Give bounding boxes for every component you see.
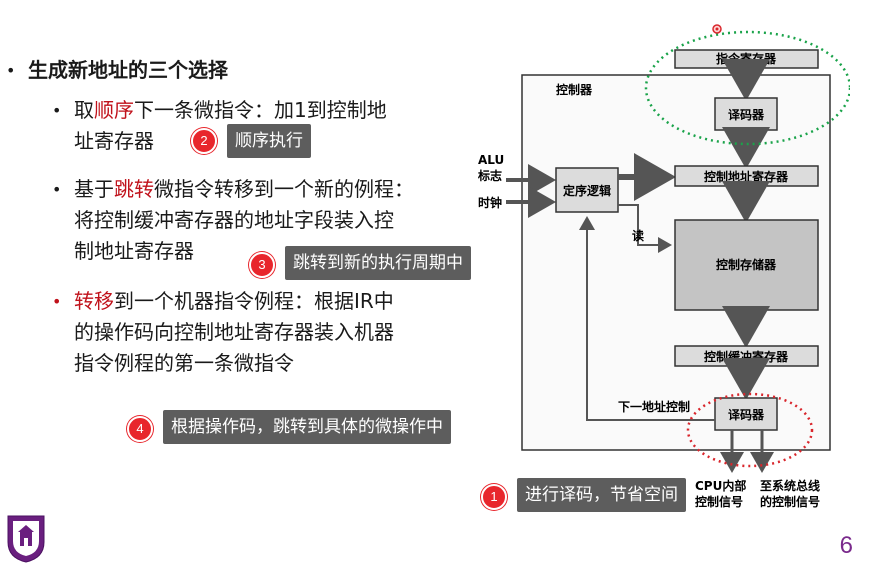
decoder-top-label: 译码器	[728, 108, 765, 122]
bullet-3-line3: 指令例程的第一条微指令	[74, 351, 294, 375]
next-address-control-label: 下一地址控制	[618, 399, 690, 414]
control-unit-diagram: 控制器 指令寄存器 译码器 ALU 标志 时钟 定序逻辑 控制地址寄存器 读 控…	[477, 24, 850, 509]
clock-label: 时钟	[478, 195, 502, 210]
sequencing-logic	[555, 167, 619, 213]
bullet-3: 转移到一个机器指令例程：根据IR中 的操作码向控制地址寄存器装入机器 指令例程的…	[74, 286, 394, 379]
bullet-2-highlight: 跳转	[114, 177, 154, 201]
bullet-1-line2: 址寄存器	[74, 129, 154, 153]
red-highlight-ring	[686, 392, 814, 468]
system-bus-label-1: 至系统总线	[760, 478, 820, 493]
callout-3-badge: 3	[249, 252, 275, 278]
bullet-2-line3: 制地址寄存器	[74, 239, 194, 263]
bullet-dot-red: •	[52, 292, 62, 311]
callout-3: 跳转到新的执行周期中	[285, 246, 471, 280]
bullet-1-highlight: 顺序	[94, 98, 134, 122]
control-memory-label: 控制存储器	[716, 257, 777, 272]
cpu-internal-label-1: CPU内部	[695, 478, 746, 493]
bullet-3-line2: 的操作码向控制地址寄存器装入机器	[74, 320, 394, 344]
heading: 生成新地址的三个选择	[28, 58, 228, 82]
control-buffer-register-label: 控制缓冲寄存器	[704, 349, 789, 364]
alu-label: ALU	[478, 153, 504, 167]
bullet-1-post: 下一条微指令：加1到控制地	[134, 98, 387, 122]
callout-1: 进行译码，节省空间	[517, 478, 686, 512]
university-seal-logo	[7, 515, 45, 563]
heading-bullet: •	[6, 61, 16, 80]
green-highlight-ring	[644, 30, 850, 146]
callout-4: 根据操作码，跳转到具体的微操作中	[163, 410, 451, 444]
bullet-1: 取顺序下一条微指令：加1到控制地 址寄存器	[74, 95, 387, 157]
read-label: 读	[632, 228, 644, 243]
bullet-2-line2: 将控制缓冲寄存器的地址字段装入控	[74, 208, 394, 232]
bullet-2-pre: 基于	[74, 177, 114, 201]
callout-2-badge: 2	[191, 128, 217, 154]
system-bus-label-2: 的控制信号	[760, 494, 820, 509]
callout-1-badge: 1	[481, 484, 507, 510]
cpu-internal-label-2: 控制信号	[695, 494, 743, 509]
bullet-2: 基于跳转微指令转移到一个新的例程： 将控制缓冲寄存器的地址字段装入控 制地址寄存…	[74, 174, 414, 267]
controller-label: 控制器	[556, 82, 593, 97]
control-address-register-label: 控制地址寄存器	[704, 169, 789, 184]
bullet-3-post: 到一个机器指令例程：根据IR中	[114, 289, 394, 313]
instruction-register-label: 指令寄存器	[716, 51, 777, 66]
bullet-dot: •	[52, 180, 62, 199]
bullet-2-post: 微指令转移到一个新的例程：	[154, 177, 414, 201]
bullet-3-highlight: 转移	[74, 289, 114, 313]
control-memory	[674, 219, 819, 311]
sequencing-logic-label: 定序逻辑	[563, 183, 611, 198]
slide-number: 6	[839, 532, 853, 559]
callout-4-badge: 4	[127, 416, 153, 442]
bullet-dot: •	[52, 101, 62, 120]
bullet-1-pre: 取	[74, 98, 94, 122]
flags-label: 标志	[477, 168, 502, 183]
decoder-bottom	[714, 397, 778, 431]
decoder-top	[714, 97, 778, 131]
decoder-bottom-label: 译码器	[728, 408, 765, 422]
callout-2: 顺序执行	[227, 124, 311, 158]
